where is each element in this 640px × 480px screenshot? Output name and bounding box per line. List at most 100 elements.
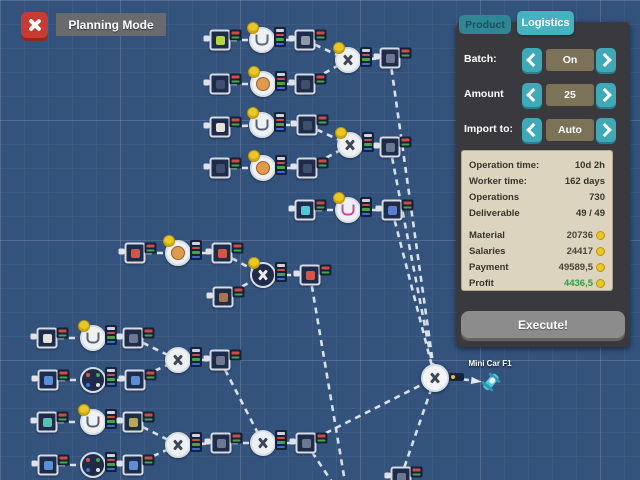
- graph-node-assembly[interactable]: [165, 347, 202, 373]
- product-name-label: Mini Car F1: [468, 359, 512, 368]
- import-to-row: Import to: Auto: [456, 118, 630, 143]
- graph-node-item[interactable]: [384, 466, 423, 480]
- graph-node-workstation[interactable]: [78, 404, 117, 435]
- graph-node-final-product[interactable]: [421, 364, 464, 392]
- graph-node-item[interactable]: [30, 327, 69, 349]
- graph-node-workstation[interactable]: [248, 150, 287, 181]
- import-to-label: Import to:: [464, 123, 513, 135]
- graph-node-item[interactable]: [116, 327, 155, 349]
- graph-node-item[interactable]: [203, 73, 242, 95]
- graph-node-item[interactable]: [290, 157, 329, 179]
- stat-material: Material 20736: [469, 227, 605, 243]
- stat-deliverable: Deliverable 49 / 49: [469, 207, 605, 219]
- graph-node-item[interactable]: [31, 454, 70, 476]
- graph-node-item[interactable]: [203, 116, 242, 138]
- chevron-right-icon: [597, 87, 612, 103]
- graph-node-item[interactable]: [373, 136, 412, 158]
- graph-node-item[interactable]: [31, 369, 70, 391]
- coin-icon: [248, 66, 260, 78]
- tab-logistics[interactable]: Logistics: [517, 11, 574, 35]
- coin-icon: [163, 235, 175, 247]
- batch-label: Batch:: [464, 53, 497, 65]
- graph-node-item[interactable]: [289, 432, 328, 454]
- amount-label: Amount: [464, 88, 504, 100]
- logistics-panel: Batch: On Amount 25 Import to: Auto Oper…: [456, 22, 630, 347]
- batch-increase-button[interactable]: [596, 48, 616, 72]
- amount-increase-button[interactable]: [596, 83, 616, 107]
- amount-decrease-button[interactable]: [522, 83, 542, 107]
- import-next-button[interactable]: [596, 118, 616, 142]
- graph-node-item[interactable]: [375, 199, 414, 221]
- execute-button[interactable]: Execute!: [461, 311, 625, 338]
- stat-operation-time: Operation time: 10d 2h: [469, 159, 605, 171]
- chevron-left-icon: [526, 122, 541, 138]
- coin-icon: [333, 192, 345, 204]
- graph-node-assembly[interactable]: [248, 257, 287, 288]
- amount-row: Amount 25: [456, 83, 630, 108]
- chevron-left-icon: [526, 52, 541, 68]
- chevron-right-icon: [597, 52, 612, 68]
- batch-decrease-button[interactable]: [522, 48, 542, 72]
- coin-icon: [596, 262, 605, 272]
- graph-node-workstation[interactable]: [248, 66, 287, 97]
- operation-stats: Operation time: 10d 2h Worker time: 162 …: [461, 150, 613, 291]
- graph-node-item[interactable]: [290, 114, 329, 136]
- mode-banner: Planning Mode: [56, 13, 166, 36]
- coin-icon: [248, 257, 260, 269]
- graph-node-workstation[interactable]: [163, 235, 202, 266]
- stat-operations: Operations 730: [469, 191, 605, 203]
- batch-value: On: [546, 49, 594, 71]
- graph-node-workstation[interactable]: [78, 320, 117, 351]
- close-button[interactable]: [21, 12, 48, 38]
- graph-node-assembly[interactable]: [335, 127, 374, 158]
- graph-node-item[interactable]: [203, 29, 242, 51]
- graph-node-item[interactable]: [118, 242, 157, 264]
- stat-profit: Profit 4436,5: [469, 275, 605, 291]
- graph-node-item[interactable]: [288, 199, 327, 221]
- graph-node-workstation[interactable]: [80, 452, 117, 478]
- tab-product[interactable]: Product: [459, 15, 511, 34]
- graph-node-workstation[interactable]: [247, 22, 286, 53]
- coin-icon: [596, 246, 605, 256]
- graph-node-item[interactable]: [116, 454, 155, 476]
- graph-node-item[interactable]: [373, 47, 412, 69]
- graph-node-item[interactable]: [205, 242, 244, 264]
- graph-node-item[interactable]: [203, 349, 242, 371]
- import-to-value: Auto: [546, 119, 594, 141]
- coin-icon: [247, 22, 259, 34]
- coin-icon: [248, 150, 260, 162]
- coin-icon: [78, 404, 90, 416]
- coin-icon: [596, 278, 605, 288]
- graph-node-item[interactable]: [204, 432, 243, 454]
- stat-salaries: Salaries 24417: [469, 243, 605, 259]
- graph-node-assembly[interactable]: [333, 42, 372, 73]
- chevron-right-icon: [597, 122, 612, 138]
- graph-node-workstation[interactable]: [333, 192, 372, 223]
- graph-node-assembly[interactable]: [165, 432, 202, 458]
- import-prev-button[interactable]: [522, 118, 542, 142]
- coin-icon: [333, 42, 345, 54]
- graph-node-workstation[interactable]: [250, 430, 287, 456]
- coin-icon: [335, 127, 347, 139]
- batch-row: Batch: On: [456, 48, 630, 73]
- graph-node-item[interactable]: [293, 264, 332, 286]
- graph-node-item[interactable]: [206, 286, 245, 308]
- graph-node-workstation[interactable]: [247, 107, 286, 138]
- graph-node-item[interactable]: [116, 411, 155, 433]
- graph-node-item[interactable]: [288, 29, 327, 51]
- graph-node-item[interactable]: [288, 73, 327, 95]
- chevron-left-icon: [526, 87, 541, 103]
- coin-icon: [247, 107, 259, 119]
- graph-node-item[interactable]: [203, 157, 242, 179]
- mode-label: Planning Mode: [68, 17, 154, 32]
- graph-node-item[interactable]: [118, 369, 157, 391]
- stat-payment: Payment 49589,5: [469, 259, 605, 275]
- product-car-icon[interactable]: [477, 368, 505, 396]
- graph-node-item[interactable]: [30, 411, 69, 433]
- coin-icon: [78, 320, 90, 332]
- stat-worker-time: Worker time: 162 days: [469, 175, 605, 187]
- coin-icon: [596, 230, 605, 240]
- graph-node-workstation[interactable]: [80, 367, 117, 393]
